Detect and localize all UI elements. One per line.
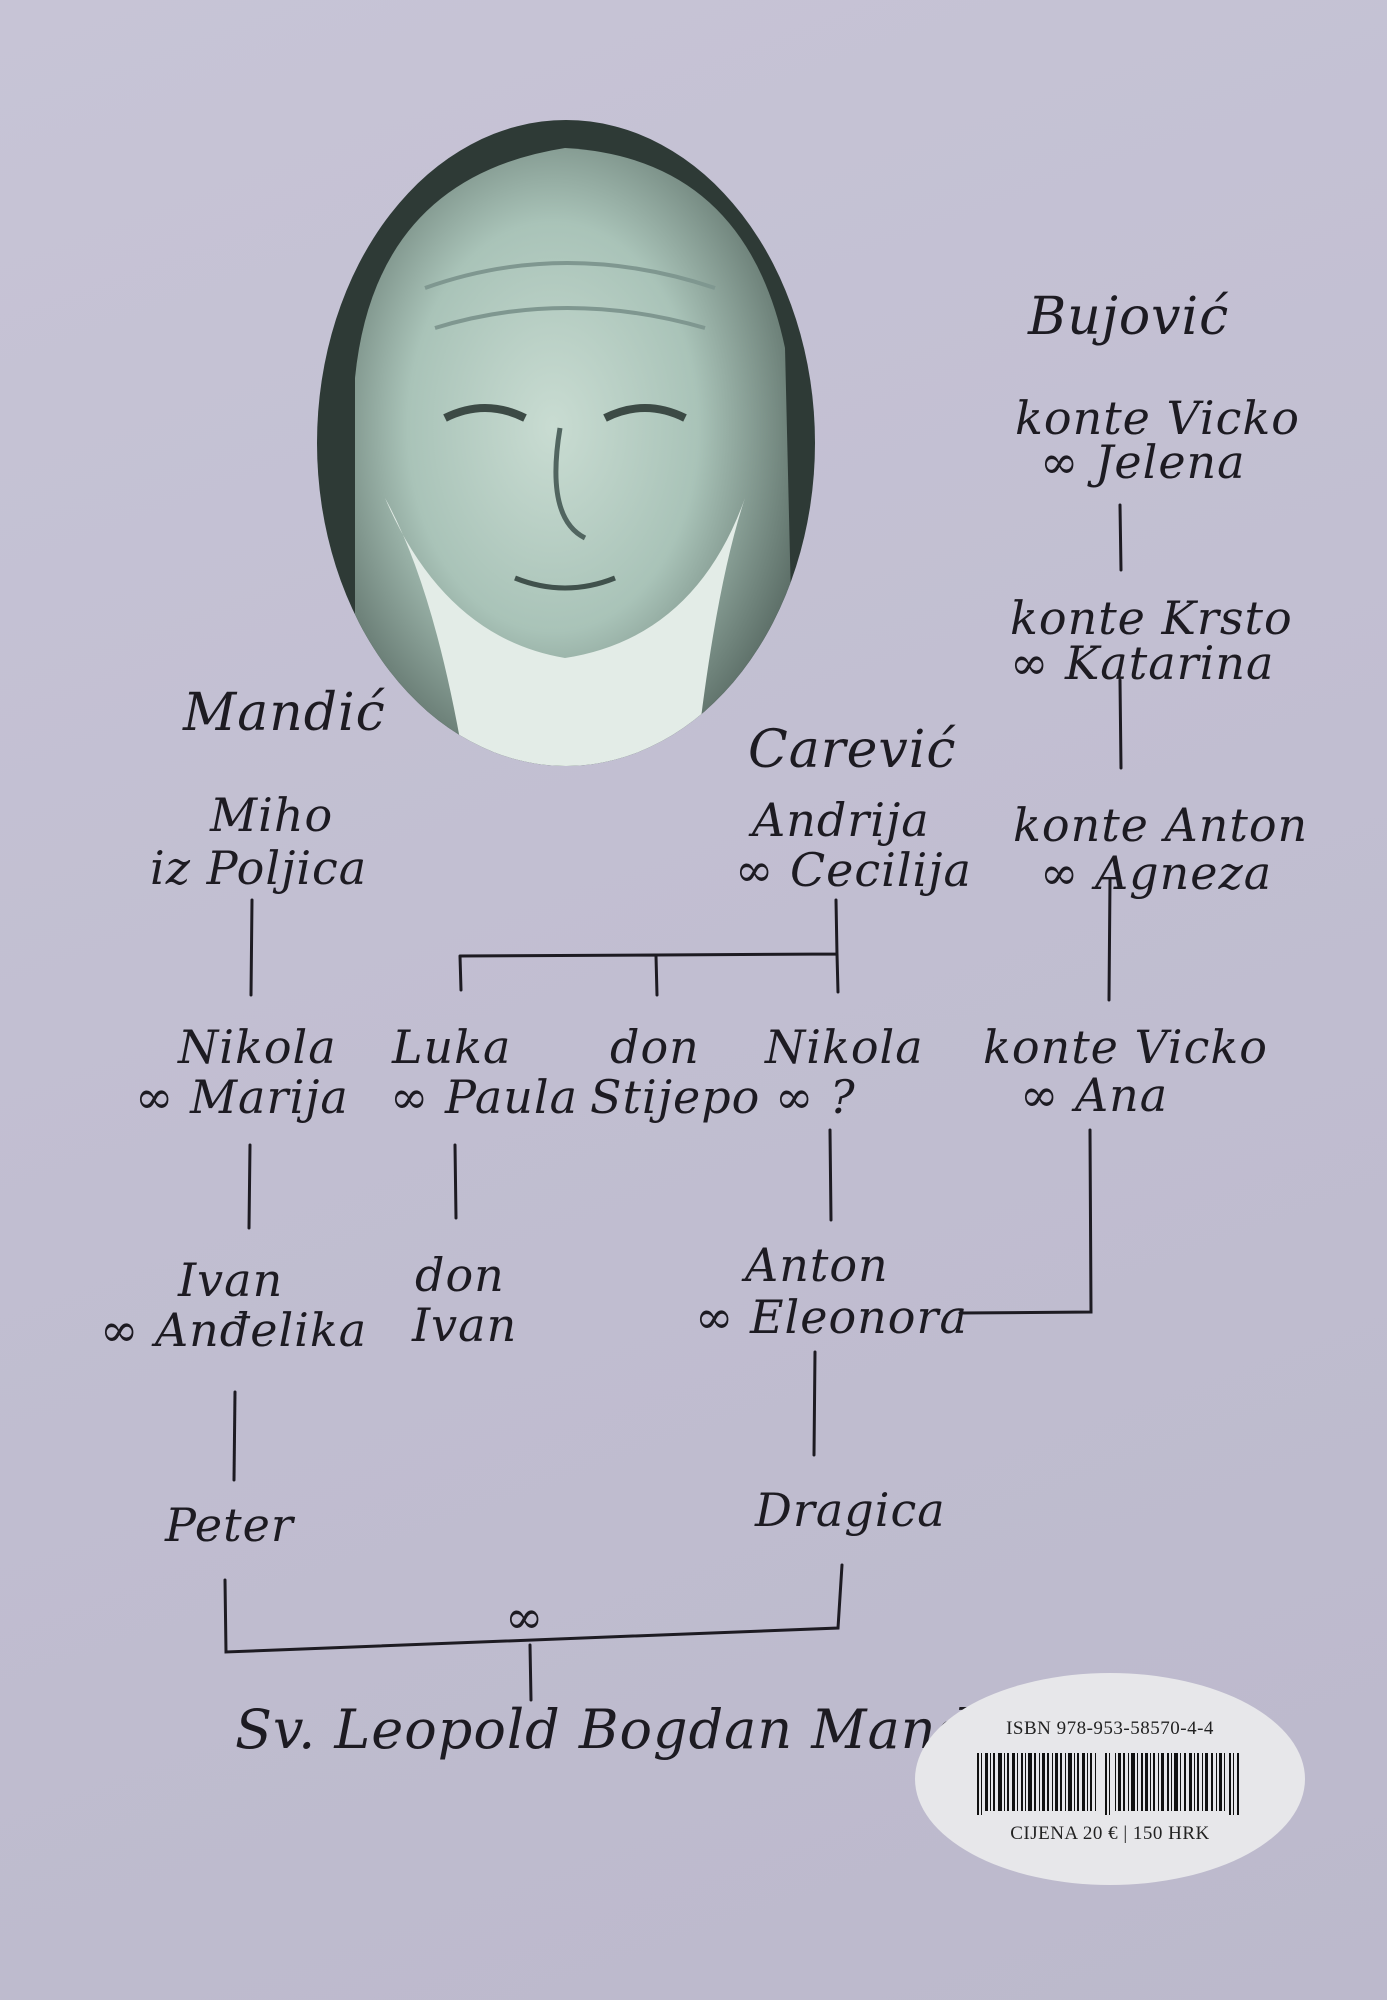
person-konte-krsto: konte Krsto (1010, 591, 1293, 645)
person-anton: Anton (745, 1238, 889, 1292)
person-origin-poljica: iz Poljica (150, 841, 368, 895)
spouse-unknown: ∞ ? (775, 1070, 856, 1124)
isbn-text: ISBN 978-953-58570-4-4 (1006, 1718, 1214, 1739)
title-don-1: don (610, 1020, 700, 1074)
person-don-ivan: Ivan (412, 1298, 518, 1352)
portrait-photo (317, 120, 815, 766)
spouse-ana: ∞ Ana (1020, 1068, 1169, 1122)
marriage-symbol: ∞ (505, 1590, 545, 1644)
spouse-eleonora: ∞ Eleonora (695, 1290, 968, 1344)
spouse-cecilija: ∞ Cecilija (735, 843, 972, 897)
person-dragica: Dragica (755, 1483, 946, 1537)
barcode (977, 1753, 1239, 1815)
person-konte-anton: konte Anton (1013, 798, 1309, 852)
person-ivan: Ivan (178, 1253, 284, 1307)
price-text: CIJENA 20 € | 150 HRK (1010, 1823, 1210, 1844)
barcode-label: ISBN 978-953-58570-4-4 (915, 1673, 1305, 1885)
family-name-bujovic: Bujović (1028, 287, 1230, 347)
person-luka: Luka (392, 1020, 512, 1074)
spouse-agneza: ∞ Agneza (1040, 846, 1273, 900)
person-stijepo: Stijepo (590, 1070, 761, 1124)
person-konte-vicko-1: konte Vicko (1015, 391, 1300, 445)
person-miho: Miho (210, 788, 334, 842)
spouse-paula: ∞ Paula (390, 1070, 579, 1124)
person-peter: Peter (165, 1498, 294, 1552)
person-nikola-2: Nikola (765, 1020, 924, 1074)
family-name-carevic: Carević (748, 720, 957, 780)
family-name-mandic: Mandić (183, 683, 386, 743)
person-nikola-1: Nikola (178, 1020, 337, 1074)
spouse-marija: ∞ Marija (135, 1070, 349, 1124)
spouse-andelika: ∞ Anđelika (100, 1303, 368, 1357)
person-andrija: Andrija (752, 793, 930, 847)
saint-name: Sv. Leopold Bogdan Mandić (235, 1698, 1022, 1761)
spouse-jelena: ∞ Jelena (1040, 435, 1246, 489)
spouse-katarina: ∞ Katarina (1010, 636, 1275, 690)
person-konte-vicko-2: konte Vicko (983, 1020, 1268, 1074)
title-don-2: don (415, 1248, 505, 1302)
